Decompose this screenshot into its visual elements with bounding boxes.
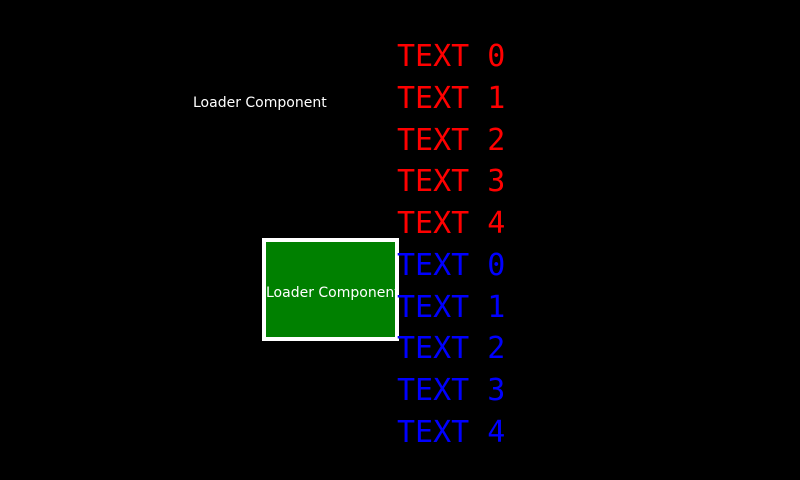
text-list-item[interactable]: TEXT 3 <box>397 373 506 408</box>
text-list-item[interactable]: TEXT 2 <box>397 122 506 158</box>
loader-component-widget[interactable]: Loader Component <box>262 238 399 341</box>
text-list-item[interactable]: TEXT 2 <box>397 331 506 367</box>
text-list-item[interactable]: TEXT 3 <box>397 164 506 200</box>
text-list-item[interactable]: TEXT 0 <box>397 247 506 283</box>
text-list-item[interactable]: TEXT 4 <box>397 414 506 450</box>
text-list-item[interactable]: TEXT 1 <box>397 289 506 325</box>
text-list: TEXT 0 TEXT 1 TEXT 2 TEXT 3 TEXT 4 TEXT 0 TEXT… <box>397 36 597 454</box>
text-list-item[interactable]: TEXT 0 <box>397 39 506 74</box>
text-list-item[interactable]: TEXT 4 <box>397 206 506 241</box>
loader-component-label: Loader Component <box>193 95 327 111</box>
text-list-item[interactable]: TEXT 1 <box>397 80 506 116</box>
loader-component-widget-label: Loader Component <box>266 284 399 301</box>
